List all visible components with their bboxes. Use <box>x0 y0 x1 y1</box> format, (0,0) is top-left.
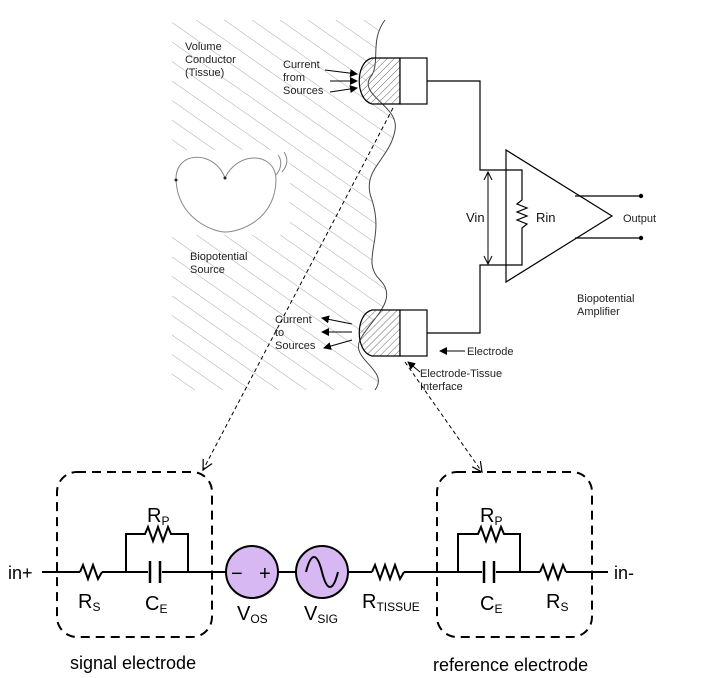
wire-bottom <box>427 264 510 334</box>
vin-label: Vin <box>466 210 485 225</box>
rs-left-label: RS <box>78 591 100 614</box>
current-arrow-6 <box>323 339 353 350</box>
bottom-electrode <box>358 309 428 357</box>
wire-top <box>427 80 510 171</box>
ce-right-capacitor <box>482 561 496 583</box>
rs-right-resistor <box>539 562 567 582</box>
reference-electrode-label: reference electrode <box>433 655 588 675</box>
current-arrow-4 <box>321 315 353 325</box>
output-label: Output <box>623 213 656 225</box>
electrode-label: Electrode <box>467 346 513 358</box>
current-arrow-3 <box>329 85 358 93</box>
rp-ce-right <box>457 524 521 572</box>
electrode-tissue-interface-label: Electrode-Tissue Interface <box>420 368 505 393</box>
top-electrode <box>358 57 428 105</box>
biopotential-source-shape <box>170 150 290 235</box>
vsig-label: VSIG <box>304 603 338 626</box>
ce-right-label: CE <box>480 593 502 616</box>
signal-electrode-box <box>56 471 213 638</box>
rs-left-resistor <box>79 562 103 582</box>
reference-electrode-box <box>436 471 593 638</box>
interface-arrow <box>407 361 421 373</box>
reference-pointer-line <box>404 361 482 472</box>
sine-wave-icon <box>305 556 339 588</box>
in-plus-label: in+ <box>8 563 33 583</box>
rp-right-label: RP <box>480 505 502 528</box>
signal-electrode-label: signal electrode <box>70 653 196 673</box>
volume-conductor-label: Volume Conductor (Tissue) <box>185 41 239 79</box>
rp-left-label: RP <box>147 505 169 528</box>
in-minus-label: in- <box>614 563 634 583</box>
ce-left-capacitor <box>148 561 162 583</box>
vos-plus-sign: + <box>259 563 271 585</box>
rtissue-resistor <box>371 562 405 582</box>
rp-ce-left <box>125 524 189 572</box>
vos-label: VOS <box>237 603 268 626</box>
amplifier-triangle <box>505 148 614 284</box>
current-from-sources-label: Current from Sources <box>283 59 324 97</box>
ce-left-label: CE <box>145 593 167 616</box>
signal-pointer-line <box>203 107 394 470</box>
rs-right-label: RS <box>546 591 568 614</box>
biopotential-amplifier-label: Biopotential Amplifier <box>577 293 638 318</box>
rin-resistor <box>510 169 529 266</box>
vos-minus-sign: − <box>231 563 243 585</box>
rin-label: Rin <box>536 210 556 225</box>
rtissue-label: RTISSUE <box>362 591 420 614</box>
vos-source <box>225 545 279 599</box>
current-arrow-1 <box>324 69 358 78</box>
current-to-sources-label: Current to Sources <box>275 314 316 352</box>
biopotential-source-label: Biopotential Source <box>190 251 251 276</box>
